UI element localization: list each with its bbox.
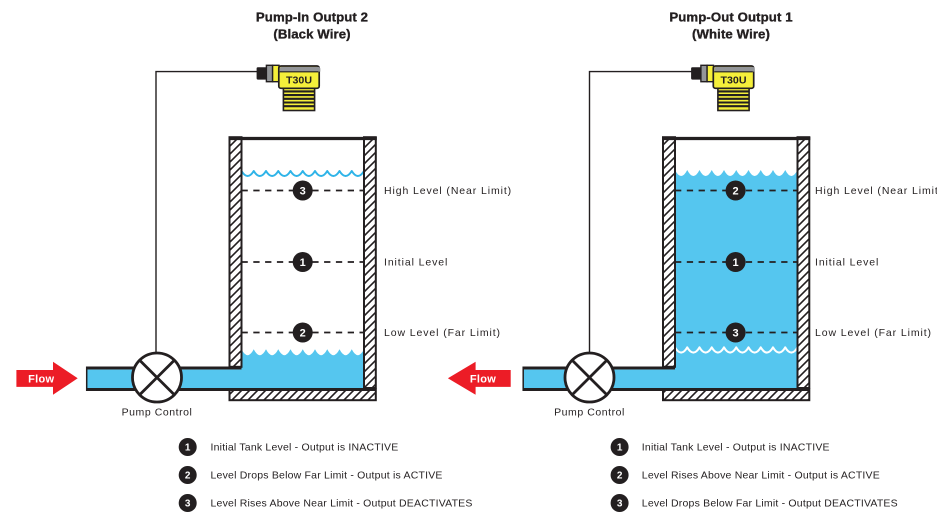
svg-text:3: 3 (185, 499, 191, 510)
svg-text:2: 2 (617, 471, 623, 482)
svg-text:Initial Tank Level - Output is: Initial Tank Level - Output is INACTIVE (642, 442, 830, 454)
svg-text:3: 3 (617, 499, 623, 510)
svg-text:2: 2 (185, 471, 191, 482)
svg-text:Initial Tank Level - Output is: Initial Tank Level - Output is INACTIVE (211, 442, 399, 454)
svg-text:T30U: T30U (286, 75, 312, 86)
svg-text:2: 2 (733, 185, 739, 197)
svg-text:Pump Control: Pump Control (554, 407, 625, 419)
svg-text:Pump-In Output 2: Pump-In Output 2 (256, 9, 368, 24)
svg-text:Level Rises Above Near Limit -: Level Rises Above Near Limit - Output DE… (211, 498, 473, 510)
svg-text:2: 2 (300, 327, 306, 339)
svg-text:Level Drops Below Far Limit -: Level Drops Below Far Limit - Output is … (211, 470, 443, 482)
svg-text:Level Rises Above Near Limit -: Level Rises Above Near Limit - Output is… (642, 470, 880, 482)
svg-text:Initial Level: Initial Level (815, 257, 879, 269)
svg-text:1: 1 (300, 257, 306, 269)
svg-text:3: 3 (733, 327, 739, 339)
svg-text:Flow: Flow (28, 373, 54, 385)
svg-text:T30U: T30U (721, 75, 747, 86)
svg-text:Low Level (Far Limit): Low Level (Far Limit) (815, 327, 932, 339)
svg-text:Low Level (Far Limit): Low Level (Far Limit) (384, 327, 501, 339)
svg-text:(Black Wire): (Black Wire) (273, 27, 350, 42)
svg-text:Pump-Out Output 1: Pump-Out Output 1 (669, 9, 792, 24)
svg-text:Flow: Flow (470, 373, 496, 385)
svg-text:1: 1 (733, 257, 739, 269)
svg-text:Pump Control: Pump Control (122, 407, 193, 419)
svg-text:1: 1 (617, 443, 623, 454)
svg-text:High Level (Near Limit): High Level (Near Limit) (384, 185, 512, 197)
svg-text:High Level (Near Limit): High Level (Near Limit) (815, 185, 937, 197)
svg-text:Level Drops Below Far Limit -: Level Drops Below Far Limit - Output DEA… (642, 498, 898, 510)
svg-text:3: 3 (300, 185, 306, 197)
svg-text:1: 1 (185, 443, 191, 454)
svg-text:Initial Level: Initial Level (384, 257, 448, 269)
svg-text:(White Wire): (White Wire) (692, 27, 770, 42)
